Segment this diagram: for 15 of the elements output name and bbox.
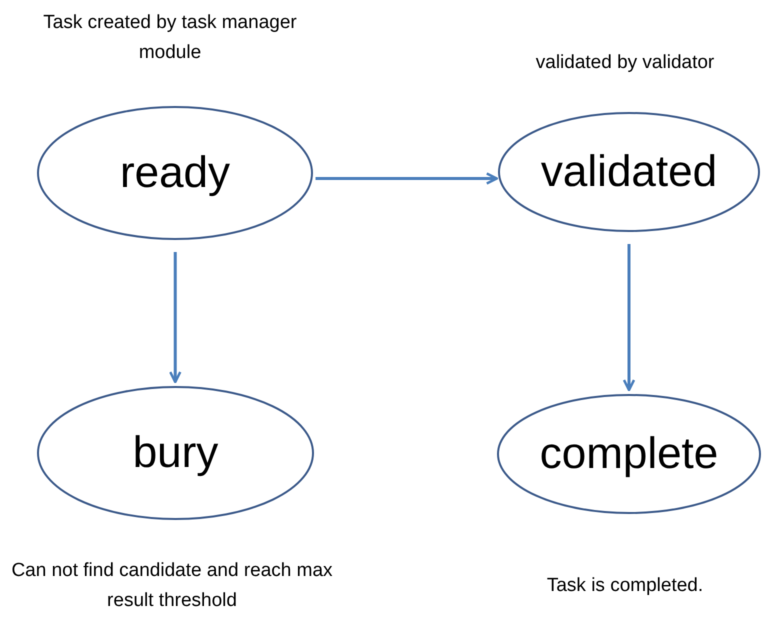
state-description: Task is completed. bbox=[546, 574, 704, 598]
arrow bbox=[316, 172, 498, 185]
state-label: bury bbox=[132, 428, 218, 478]
state-ellipse bbox=[37, 106, 313, 240]
arrow bbox=[169, 252, 182, 384]
state-ellipse bbox=[37, 386, 314, 520]
state-description: Task created by task manager module bbox=[42, 11, 298, 65]
state-ellipse bbox=[498, 112, 760, 232]
state-description: Can not find candidate and reach max result threshold bbox=[10, 559, 334, 613]
state-label: complete bbox=[540, 429, 718, 479]
arrow bbox=[622, 244, 636, 392]
state-description: validated by validator bbox=[534, 51, 716, 75]
state-label: validated bbox=[540, 147, 718, 197]
state-label: ready bbox=[120, 148, 230, 198]
state-ellipse bbox=[497, 394, 761, 514]
